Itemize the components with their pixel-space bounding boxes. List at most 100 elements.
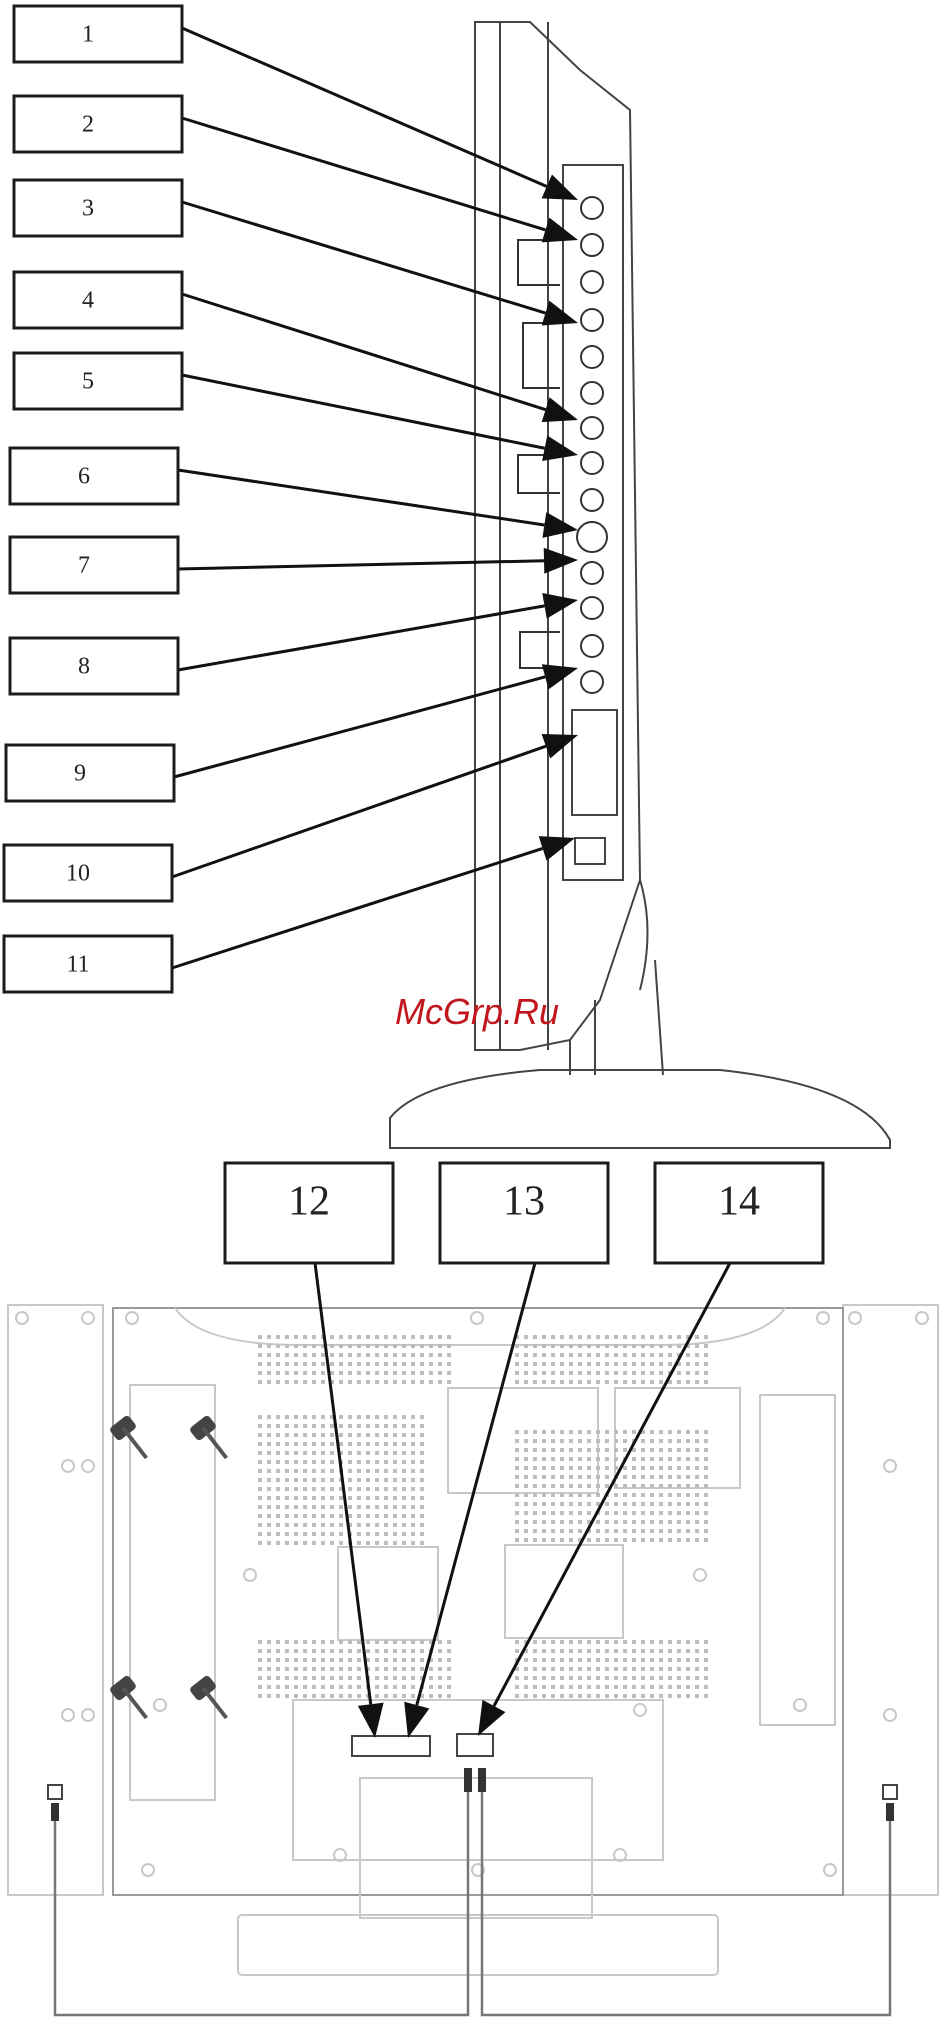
callout-label-14: 14	[718, 1179, 760, 1225]
side-port-13	[581, 635, 603, 657]
mount-hole-19	[244, 1569, 256, 1581]
left-inner-plate	[130, 1385, 215, 1800]
cable-right	[482, 1790, 890, 2015]
rear-arrowhead-12	[358, 1703, 384, 1738]
side-leader-line-8	[178, 606, 545, 670]
rear-view	[8, 1305, 938, 2015]
callout-label-13: 13	[503, 1179, 545, 1225]
port-bracket-2	[518, 240, 560, 285]
side-leader-line-11	[172, 848, 543, 968]
callout-box-9	[6, 745, 174, 801]
side-port-2	[581, 234, 603, 256]
callout-4: 4	[14, 272, 182, 328]
callout-7: 7	[10, 537, 178, 593]
side-port-14	[581, 671, 603, 693]
plug-right	[886, 1803, 894, 1821]
thumbscrews	[109, 1414, 236, 1725]
side-leader-line-10	[172, 746, 546, 877]
callout-box-7	[10, 537, 178, 593]
stand-neck-right	[655, 960, 663, 1075]
mount-hole-8	[62, 1460, 74, 1472]
side-leader-line-6	[178, 470, 544, 525]
callout-6: 6	[10, 448, 178, 504]
side-leader-line-7	[178, 561, 544, 569]
side-leader-line-3	[182, 202, 545, 313]
rear-stand-neck	[360, 1778, 592, 1918]
cables	[48, 1768, 897, 2015]
callout-box-6	[10, 448, 178, 504]
mount-hole-11	[62, 1709, 74, 1721]
side-port-12	[581, 597, 603, 619]
rear-leader-line-14	[494, 1263, 730, 1706]
mount-hole-6	[849, 1312, 861, 1324]
dsub-connector	[572, 710, 617, 815]
mount-hole-10	[884, 1460, 896, 1472]
rear-arrowhead-14	[478, 1700, 505, 1736]
side-arrowhead-8	[542, 593, 578, 619]
callout-label-8: 8	[78, 654, 90, 680]
stand-neck-curve	[640, 880, 648, 990]
rear-arrowhead-13	[404, 1702, 429, 1738]
side-arrowhead-6	[542, 512, 578, 538]
callout-box-5	[14, 353, 182, 409]
callout-label-3: 3	[82, 196, 94, 222]
side-port-6	[581, 382, 603, 404]
center-plate-left	[448, 1388, 598, 1493]
power-inlet	[457, 1734, 493, 1756]
audio-video-jacks	[352, 1736, 430, 1756]
mount-hole-21	[154, 1699, 166, 1711]
rear-leader-line-12	[315, 1263, 371, 1704]
back-panel	[113, 1308, 843, 1895]
side-port-4	[581, 309, 603, 331]
callout-1: 1	[14, 6, 182, 62]
callout-12: 12	[225, 1163, 393, 1263]
port-bracket-5	[518, 455, 560, 493]
mount-hole-14	[142, 1864, 154, 1876]
callout-5: 5	[14, 353, 182, 409]
port-bracket-3	[523, 323, 560, 388]
jack-left	[48, 1785, 62, 1799]
watermark-text: McGrp.Ru	[395, 991, 559, 1032]
callout-box-4	[14, 272, 182, 328]
callout-label-1: 1	[82, 22, 94, 48]
mount-hole-22	[794, 1699, 806, 1711]
callout-label-11: 11	[66, 952, 89, 978]
mount-hole-4	[471, 1312, 483, 1324]
mount-hole-9	[82, 1460, 94, 1472]
side-port-9	[581, 489, 603, 511]
mount-hole-12	[82, 1709, 94, 1721]
side-port-11	[581, 562, 603, 584]
mount-hole-16	[824, 1864, 836, 1876]
callout-3: 3	[14, 180, 182, 236]
plug-center-right	[478, 1768, 486, 1792]
plug-left	[51, 1803, 59, 1821]
side-leader-line-5	[182, 375, 545, 448]
jack-right	[883, 1785, 897, 1799]
callout-boxes: 1234567891011121314	[4, 6, 823, 1263]
side-arrowhead-7	[544, 548, 578, 574]
callout-label-2: 2	[82, 112, 94, 138]
side-leader-line-1	[182, 28, 547, 186]
side-port-5	[581, 346, 603, 368]
callout-box-2	[14, 96, 182, 152]
side-port-10	[577, 522, 607, 552]
port-bracket-8	[520, 632, 560, 668]
side-port-8	[581, 452, 603, 474]
center-plate-right	[615, 1388, 740, 1488]
mount-hole-13	[884, 1709, 896, 1721]
callout-8: 8	[10, 638, 178, 694]
right-inner-plate	[760, 1395, 835, 1725]
plug-center-left	[464, 1768, 472, 1792]
side-port-7	[581, 417, 603, 439]
mount-hole-20	[694, 1569, 706, 1581]
callout-2: 2	[14, 96, 182, 152]
callout-label-12: 12	[288, 1179, 330, 1225]
vent-grids	[258, 1335, 708, 1698]
callout-label-4: 4	[82, 288, 94, 314]
vent-grid-1	[258, 1335, 451, 1384]
callout-box-1	[14, 6, 182, 62]
callout-label-9: 9	[74, 761, 86, 787]
side-port-3	[581, 271, 603, 293]
callout-label-10: 10	[66, 861, 90, 887]
